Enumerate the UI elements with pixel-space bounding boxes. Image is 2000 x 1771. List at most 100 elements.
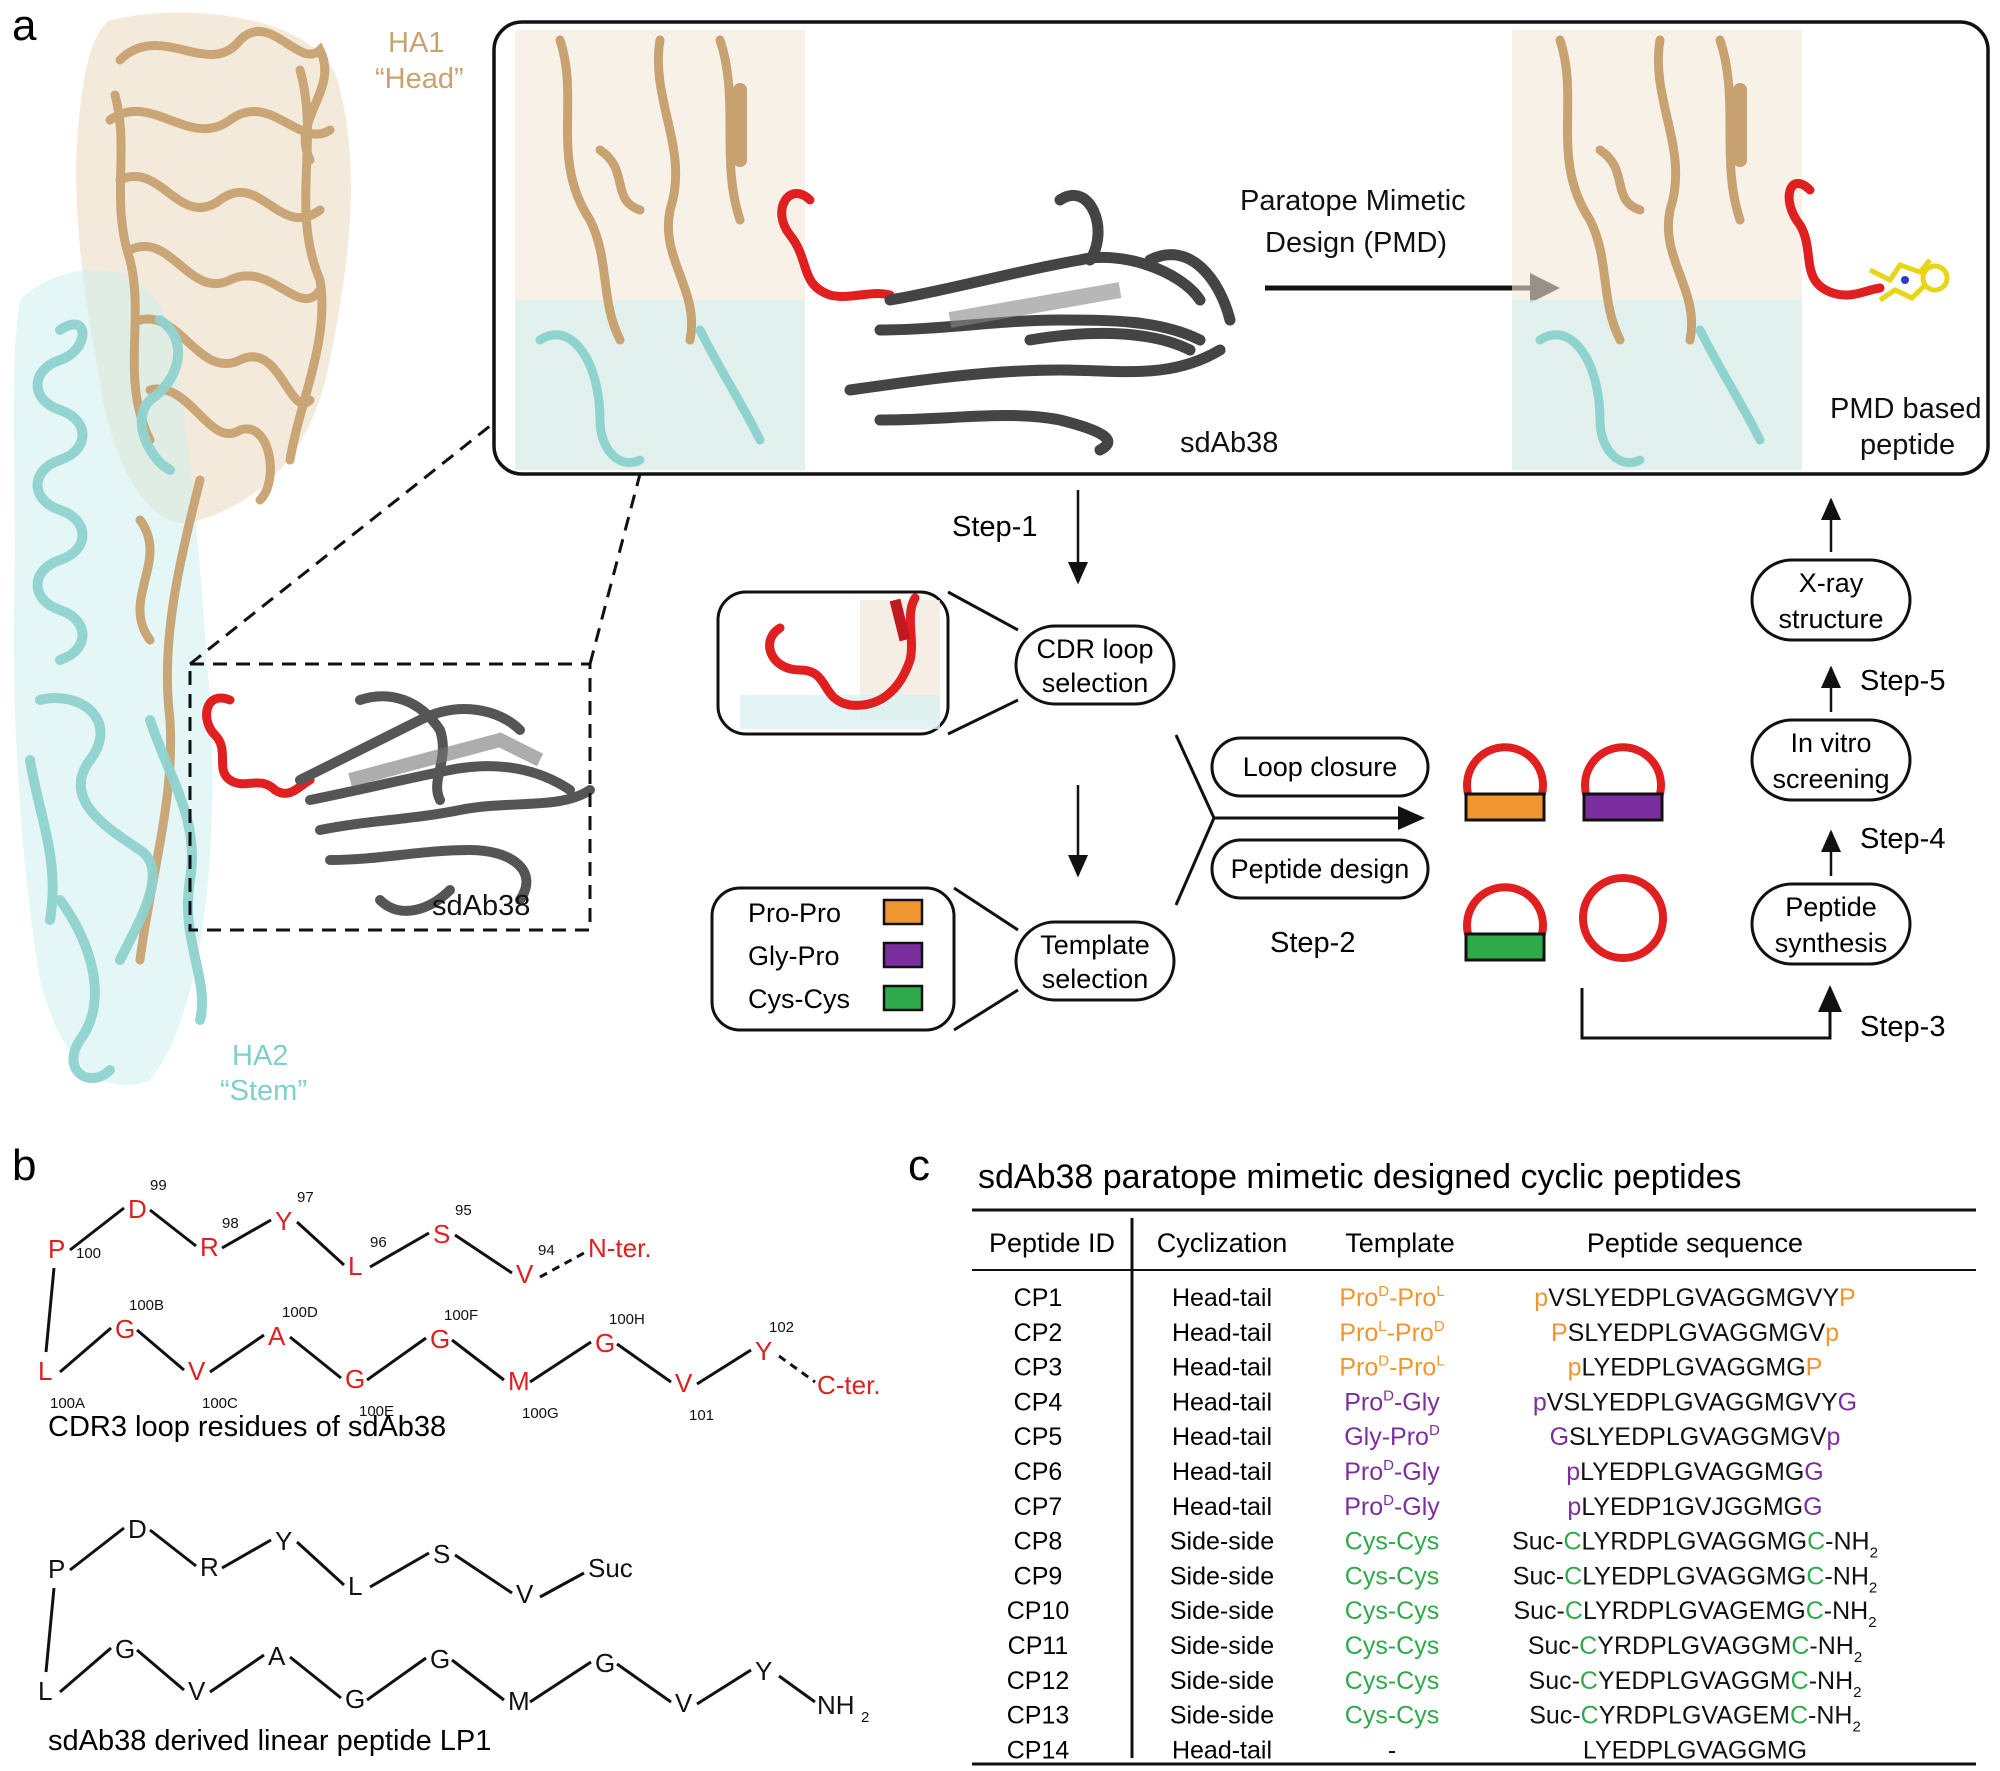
merge-line-bottom xyxy=(1174,817,1216,906)
nh2-subscript: 2 xyxy=(861,1709,869,1726)
peptide-sequence: GSLYEDPLGVAGGMGVp xyxy=(1550,1423,1841,1451)
in-vitro-screening-node xyxy=(1750,718,1912,802)
chain-bond xyxy=(451,1658,505,1702)
chain-bond xyxy=(529,1340,592,1384)
residue-4: L xyxy=(348,1571,362,1601)
step1-label: Step-1 xyxy=(952,511,1037,543)
peptide-sequence: pLYEDP1GVJGGMGG xyxy=(1567,1493,1822,1521)
chain-bond xyxy=(696,1348,752,1386)
chain-bond xyxy=(369,1231,430,1269)
cdr-loop-selection-node xyxy=(1014,624,1176,706)
template: ProD-Gly xyxy=(1344,1492,1440,1521)
residue-number-9: 100C xyxy=(202,1395,238,1412)
template-callout-bottom xyxy=(953,988,1019,1032)
template: ProD-Gly xyxy=(1344,1387,1440,1416)
pmd-peptide-label-1: PMD based xyxy=(1830,393,1982,425)
pmd-title-line2: Design (PMD) xyxy=(1265,227,1447,259)
cdr-callout-bottom xyxy=(947,698,1019,736)
legend-swatch-2 xyxy=(882,984,924,1012)
table-row: CP7 Head-tail ProD-Gly pLYEDP1GVJGGMGG xyxy=(1014,1492,1823,1521)
table-header-1: Cyclization xyxy=(1157,1228,1288,1258)
screening-line1: In vitro xyxy=(1790,728,1871,758)
peptide-id: CP9 xyxy=(1014,1562,1063,1590)
chain-bond xyxy=(295,1540,346,1587)
residue-10: A xyxy=(268,1641,286,1671)
residue-12: G xyxy=(430,1644,450,1674)
template: Gly-ProD xyxy=(1344,1422,1440,1451)
ha2-stem-label: “Stem” xyxy=(220,1075,307,1107)
residue-6: V xyxy=(516,1259,534,1289)
pmd-peptide-label-2: peptide xyxy=(1860,429,1955,461)
cyclization: Head-tail xyxy=(1172,1388,1272,1416)
residue-14: G xyxy=(595,1648,615,1678)
residue-number-16: 102 xyxy=(769,1319,794,1336)
residue-1: D xyxy=(128,1194,147,1224)
terminal-bond-n xyxy=(539,1571,585,1599)
step2-label: Step-2 xyxy=(1270,927,1355,959)
residue-5: S xyxy=(433,1539,450,1569)
residue-number-5: 95 xyxy=(455,1202,472,1219)
residue-number-13: 100G xyxy=(522,1405,559,1422)
residue-2: R xyxy=(200,1552,219,1582)
panel-label-c: c xyxy=(908,1141,930,1190)
peptide-sequence: LYEDPLGVAGGMG xyxy=(1583,1736,1807,1764)
residue-16: Y xyxy=(755,1336,772,1366)
cdr3-caption: CDR3 loop residues of sdAb38 xyxy=(48,1411,446,1443)
residue-15: V xyxy=(675,1368,693,1398)
residue-0: P xyxy=(48,1234,65,1264)
cyclization: Head-tail xyxy=(1172,1354,1272,1382)
residue-number-10: 100D xyxy=(282,1304,318,1321)
peptide-id: CP12 xyxy=(1007,1667,1070,1695)
residue-3: Y xyxy=(275,1206,292,1236)
template-node-line2: selection xyxy=(1042,964,1149,994)
residue-0: P xyxy=(48,1554,65,1584)
peptide-id: CP5 xyxy=(1014,1423,1063,1451)
table-header-2: Template xyxy=(1345,1228,1455,1258)
ha-protein-structure xyxy=(13,12,595,1086)
cyclization: Head-tail xyxy=(1172,1493,1272,1521)
xray-line2: structure xyxy=(1778,604,1883,634)
chain-bond xyxy=(209,1333,265,1374)
chain-bond xyxy=(454,1553,513,1595)
peptide-sequence: pLYEDPLGVAGGMGP xyxy=(1568,1354,1823,1382)
peptide-id: CP14 xyxy=(1007,1736,1070,1764)
residue-7: L xyxy=(38,1676,52,1706)
chain-bond xyxy=(149,1528,197,1568)
chain-bond xyxy=(289,1655,342,1700)
chain-bond xyxy=(221,1218,272,1250)
template-node-line1: Template xyxy=(1040,930,1150,960)
cyclization: Side-side xyxy=(1170,1632,1274,1660)
chain-bond xyxy=(69,1206,125,1252)
cdr-node-line1: CDR loop xyxy=(1036,634,1153,664)
residue-1: D xyxy=(128,1514,147,1544)
step3-path xyxy=(1580,985,1842,1040)
residue-number-8: 100B xyxy=(129,1297,164,1314)
cyclization: Side-side xyxy=(1170,1562,1274,1590)
residue-number-12: 100F xyxy=(444,1307,478,1324)
peptide-id: CP6 xyxy=(1014,1458,1063,1486)
residue-4: L xyxy=(348,1251,362,1281)
residue-number-15: 101 xyxy=(689,1407,714,1424)
cyclization: Side-side xyxy=(1170,1667,1274,1695)
lp1-caption: sdAb38 derived linear peptide LP1 xyxy=(48,1725,491,1757)
step3-label: Step-3 xyxy=(1860,1011,1945,1043)
chain-bond xyxy=(209,1653,265,1694)
residue-13: M xyxy=(508,1686,530,1716)
sdab38-left-label: sdAb38 xyxy=(432,890,530,922)
peptide-id: CP7 xyxy=(1014,1493,1063,1521)
cyclization: Head-tail xyxy=(1172,1736,1272,1764)
residue-11: G xyxy=(345,1364,365,1394)
chain-bond xyxy=(616,1662,672,1704)
cdr-thumbnail-image xyxy=(740,593,940,729)
chain-bond xyxy=(529,1660,592,1704)
cyclic-icon-cys-cys xyxy=(1463,883,1547,962)
